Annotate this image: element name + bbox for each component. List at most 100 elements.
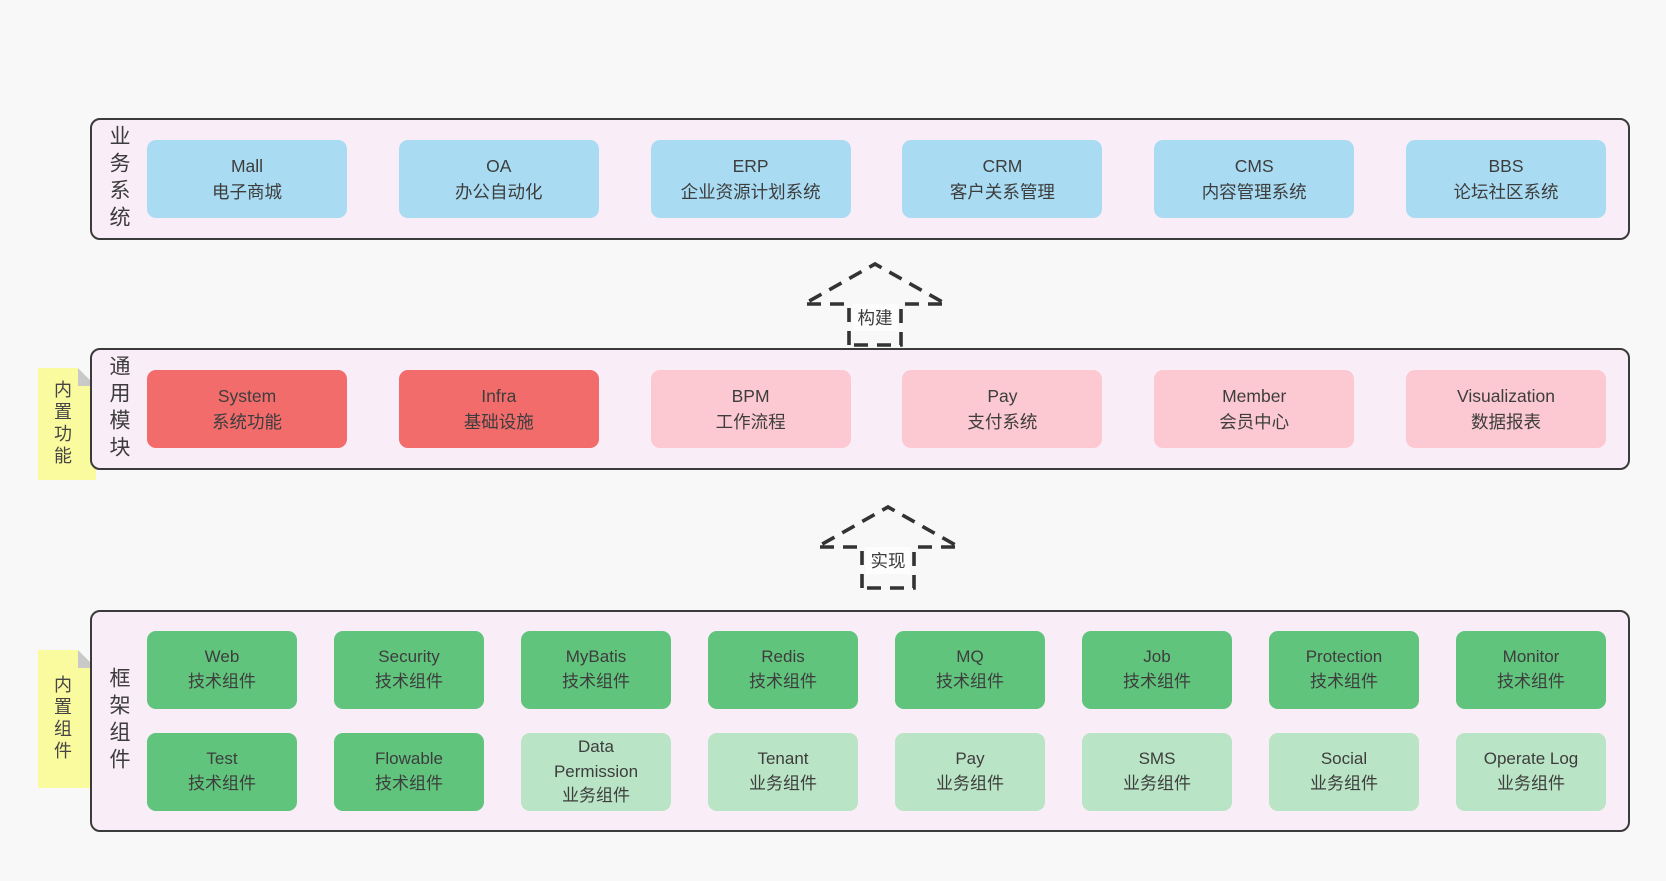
box-subtitle: 技术组件 bbox=[1497, 672, 1565, 691]
box-subtitle: 支付系统 bbox=[967, 412, 1038, 432]
box-protection: Protection 技术组件 bbox=[1269, 631, 1419, 709]
box-title: System bbox=[217, 385, 277, 406]
box-erp: ERP 企业资源计划系统 bbox=[650, 140, 851, 218]
sticky-built-in-components: 内置组件 bbox=[38, 650, 96, 788]
sticky-label: 内置组件 bbox=[52, 675, 72, 763]
panel-modules-label: 通用模块 bbox=[107, 355, 130, 463]
box-subtitle: 会员中心 bbox=[1219, 412, 1290, 432]
panel-common-modules: 通用模块 System 系统功能 Infra 基础设施 BPM 工作流程 Pay… bbox=[90, 348, 1630, 470]
box-title: Web bbox=[204, 647, 240, 667]
box-title: ERP bbox=[732, 155, 769, 176]
box-subtitle: 业务组件 bbox=[749, 774, 817, 793]
box-pay-system: Pay 支付系统 bbox=[902, 370, 1103, 448]
box-subtitle: 技术组件 bbox=[188, 672, 256, 691]
box-title: Mall bbox=[230, 155, 264, 176]
box-title: SMS bbox=[1138, 749, 1176, 769]
up-arrow-icon bbox=[813, 504, 963, 590]
box-title: MQ bbox=[956, 647, 984, 667]
box-subtitle: 基础设施 bbox=[463, 412, 534, 432]
box-operate-log: Operate Log 业务组件 bbox=[1456, 733, 1606, 811]
box-subtitle: 业务组件 bbox=[1497, 774, 1565, 793]
box-job: Job 技术组件 bbox=[1082, 631, 1232, 709]
box-oa: OA 办公自动化 bbox=[398, 140, 599, 218]
box-bbs: BBS 论坛社区系统 bbox=[1405, 140, 1606, 218]
box-title: BBS bbox=[1488, 155, 1524, 176]
box-monitor: Monitor 技术组件 bbox=[1456, 631, 1606, 709]
box-title: Flowable bbox=[374, 749, 444, 769]
box-redis: Redis 技术组件 bbox=[708, 631, 858, 709]
framework-row-1: Web 技术组件 Security 技术组件 MyBatis 技术组件 Redi… bbox=[147, 631, 1606, 709]
box-title: OA bbox=[486, 155, 512, 176]
box-title: Protection bbox=[1305, 647, 1383, 667]
box-title: Social bbox=[1320, 749, 1368, 769]
box-title: Operate Log bbox=[1483, 749, 1579, 769]
module-boxes: System 系统功能 Infra 基础设施 BPM 工作流程 Pay 支付系统… bbox=[129, 370, 1628, 448]
box-title: Pay bbox=[955, 749, 985, 769]
box-title: CMS bbox=[1234, 155, 1274, 176]
box-subtitle: 客户关系管理 bbox=[949, 182, 1055, 202]
box-subtitle: 业务组件 bbox=[1123, 774, 1191, 793]
box-title: Infra bbox=[481, 385, 517, 406]
box-subtitle: 技术组件 bbox=[1123, 672, 1191, 691]
box-bpm: BPM 工作流程 bbox=[650, 370, 851, 448]
box-visualization: Visualization 数据报表 bbox=[1405, 370, 1606, 448]
box-subtitle: 办公自动化 bbox=[455, 182, 543, 202]
box-cms: CMS 内容管理系统 bbox=[1154, 140, 1355, 218]
box-mall: Mall 电子商城 bbox=[147, 140, 347, 218]
box-flowable: Flowable 技术组件 bbox=[334, 733, 484, 811]
box-subtitle: 业务组件 bbox=[1310, 774, 1378, 793]
box-member: Member 会员中心 bbox=[1154, 370, 1355, 448]
box-title: Member bbox=[1222, 385, 1287, 406]
box-mq: MQ 技术组件 bbox=[895, 631, 1045, 709]
box-subtitle: 业务组件 bbox=[562, 786, 630, 806]
box-web: Web 技术组件 bbox=[147, 631, 297, 709]
box-mybatis: MyBatis 技术组件 bbox=[521, 631, 671, 709]
box-subtitle: 技术组件 bbox=[562, 672, 630, 691]
box-title: Pay bbox=[987, 385, 1018, 406]
box-subtitle: 内容管理系统 bbox=[1201, 182, 1307, 202]
box-system: System 系统功能 bbox=[147, 370, 347, 448]
box-title: Data Permission bbox=[553, 737, 639, 781]
panel-business-systems: 业务系统 Mall 电子商城 OA 办公自动化 ERP 企业资源计划系统 CRM… bbox=[90, 118, 1630, 240]
box-title: Redis bbox=[761, 647, 805, 667]
box-title: MyBatis bbox=[565, 647, 627, 667]
box-subtitle: 技术组件 bbox=[936, 672, 1004, 691]
sticky-built-in-functions: 内置功能 bbox=[38, 368, 96, 480]
box-title: Monitor bbox=[1502, 647, 1560, 667]
box-subtitle: 技术组件 bbox=[375, 672, 443, 691]
box-social: Social 业务组件 bbox=[1269, 733, 1419, 811]
framework-row-2: Test 技术组件 Flowable 技术组件 Data Permission … bbox=[147, 733, 1606, 811]
box-tenant: Tenant 业务组件 bbox=[708, 733, 858, 811]
box-title: Job bbox=[1143, 647, 1171, 667]
box-subtitle: 电子商城 bbox=[212, 182, 282, 202]
box-title: Security bbox=[378, 647, 440, 667]
box-subtitle: 论坛社区系统 bbox=[1453, 182, 1559, 202]
business-boxes: Mall 电子商城 OA 办公自动化 ERP 企业资源计划系统 CRM 客户关系… bbox=[129, 140, 1628, 218]
box-subtitle: 工作流程 bbox=[715, 412, 786, 432]
box-subtitle: 技术组件 bbox=[1310, 672, 1378, 691]
box-test: Test 技术组件 bbox=[147, 733, 297, 811]
box-pay-component: Pay 业务组件 bbox=[895, 733, 1045, 811]
box-subtitle: 业务组件 bbox=[936, 774, 1004, 793]
box-title: BPM bbox=[731, 385, 770, 406]
up-arrow-icon bbox=[800, 261, 950, 347]
box-security: Security 技术组件 bbox=[334, 631, 484, 709]
sticky-label: 内置功能 bbox=[52, 380, 72, 468]
box-subtitle: 技术组件 bbox=[749, 672, 817, 691]
box-data-permission: Data Permission 业务组件 bbox=[521, 733, 671, 811]
box-title: Tenant bbox=[757, 749, 809, 769]
box-title: Visualization bbox=[1457, 385, 1555, 406]
box-sms: SMS 业务组件 bbox=[1082, 733, 1232, 811]
box-title: Test bbox=[206, 749, 238, 769]
box-subtitle: 技术组件 bbox=[375, 774, 443, 793]
panel-framework-label: 框架组件 bbox=[107, 667, 130, 775]
box-title: CRM bbox=[982, 155, 1023, 176]
box-subtitle: 企业资源计划系统 bbox=[680, 182, 821, 202]
box-infra: Infra 基础设施 bbox=[398, 370, 599, 448]
panel-business-label: 业务系统 bbox=[107, 125, 130, 233]
arrow-implement: 实现 bbox=[813, 503, 963, 591]
box-subtitle: 数据报表 bbox=[1470, 412, 1541, 432]
box-subtitle: 系统功能 bbox=[212, 412, 282, 432]
box-subtitle: 技术组件 bbox=[188, 774, 256, 793]
